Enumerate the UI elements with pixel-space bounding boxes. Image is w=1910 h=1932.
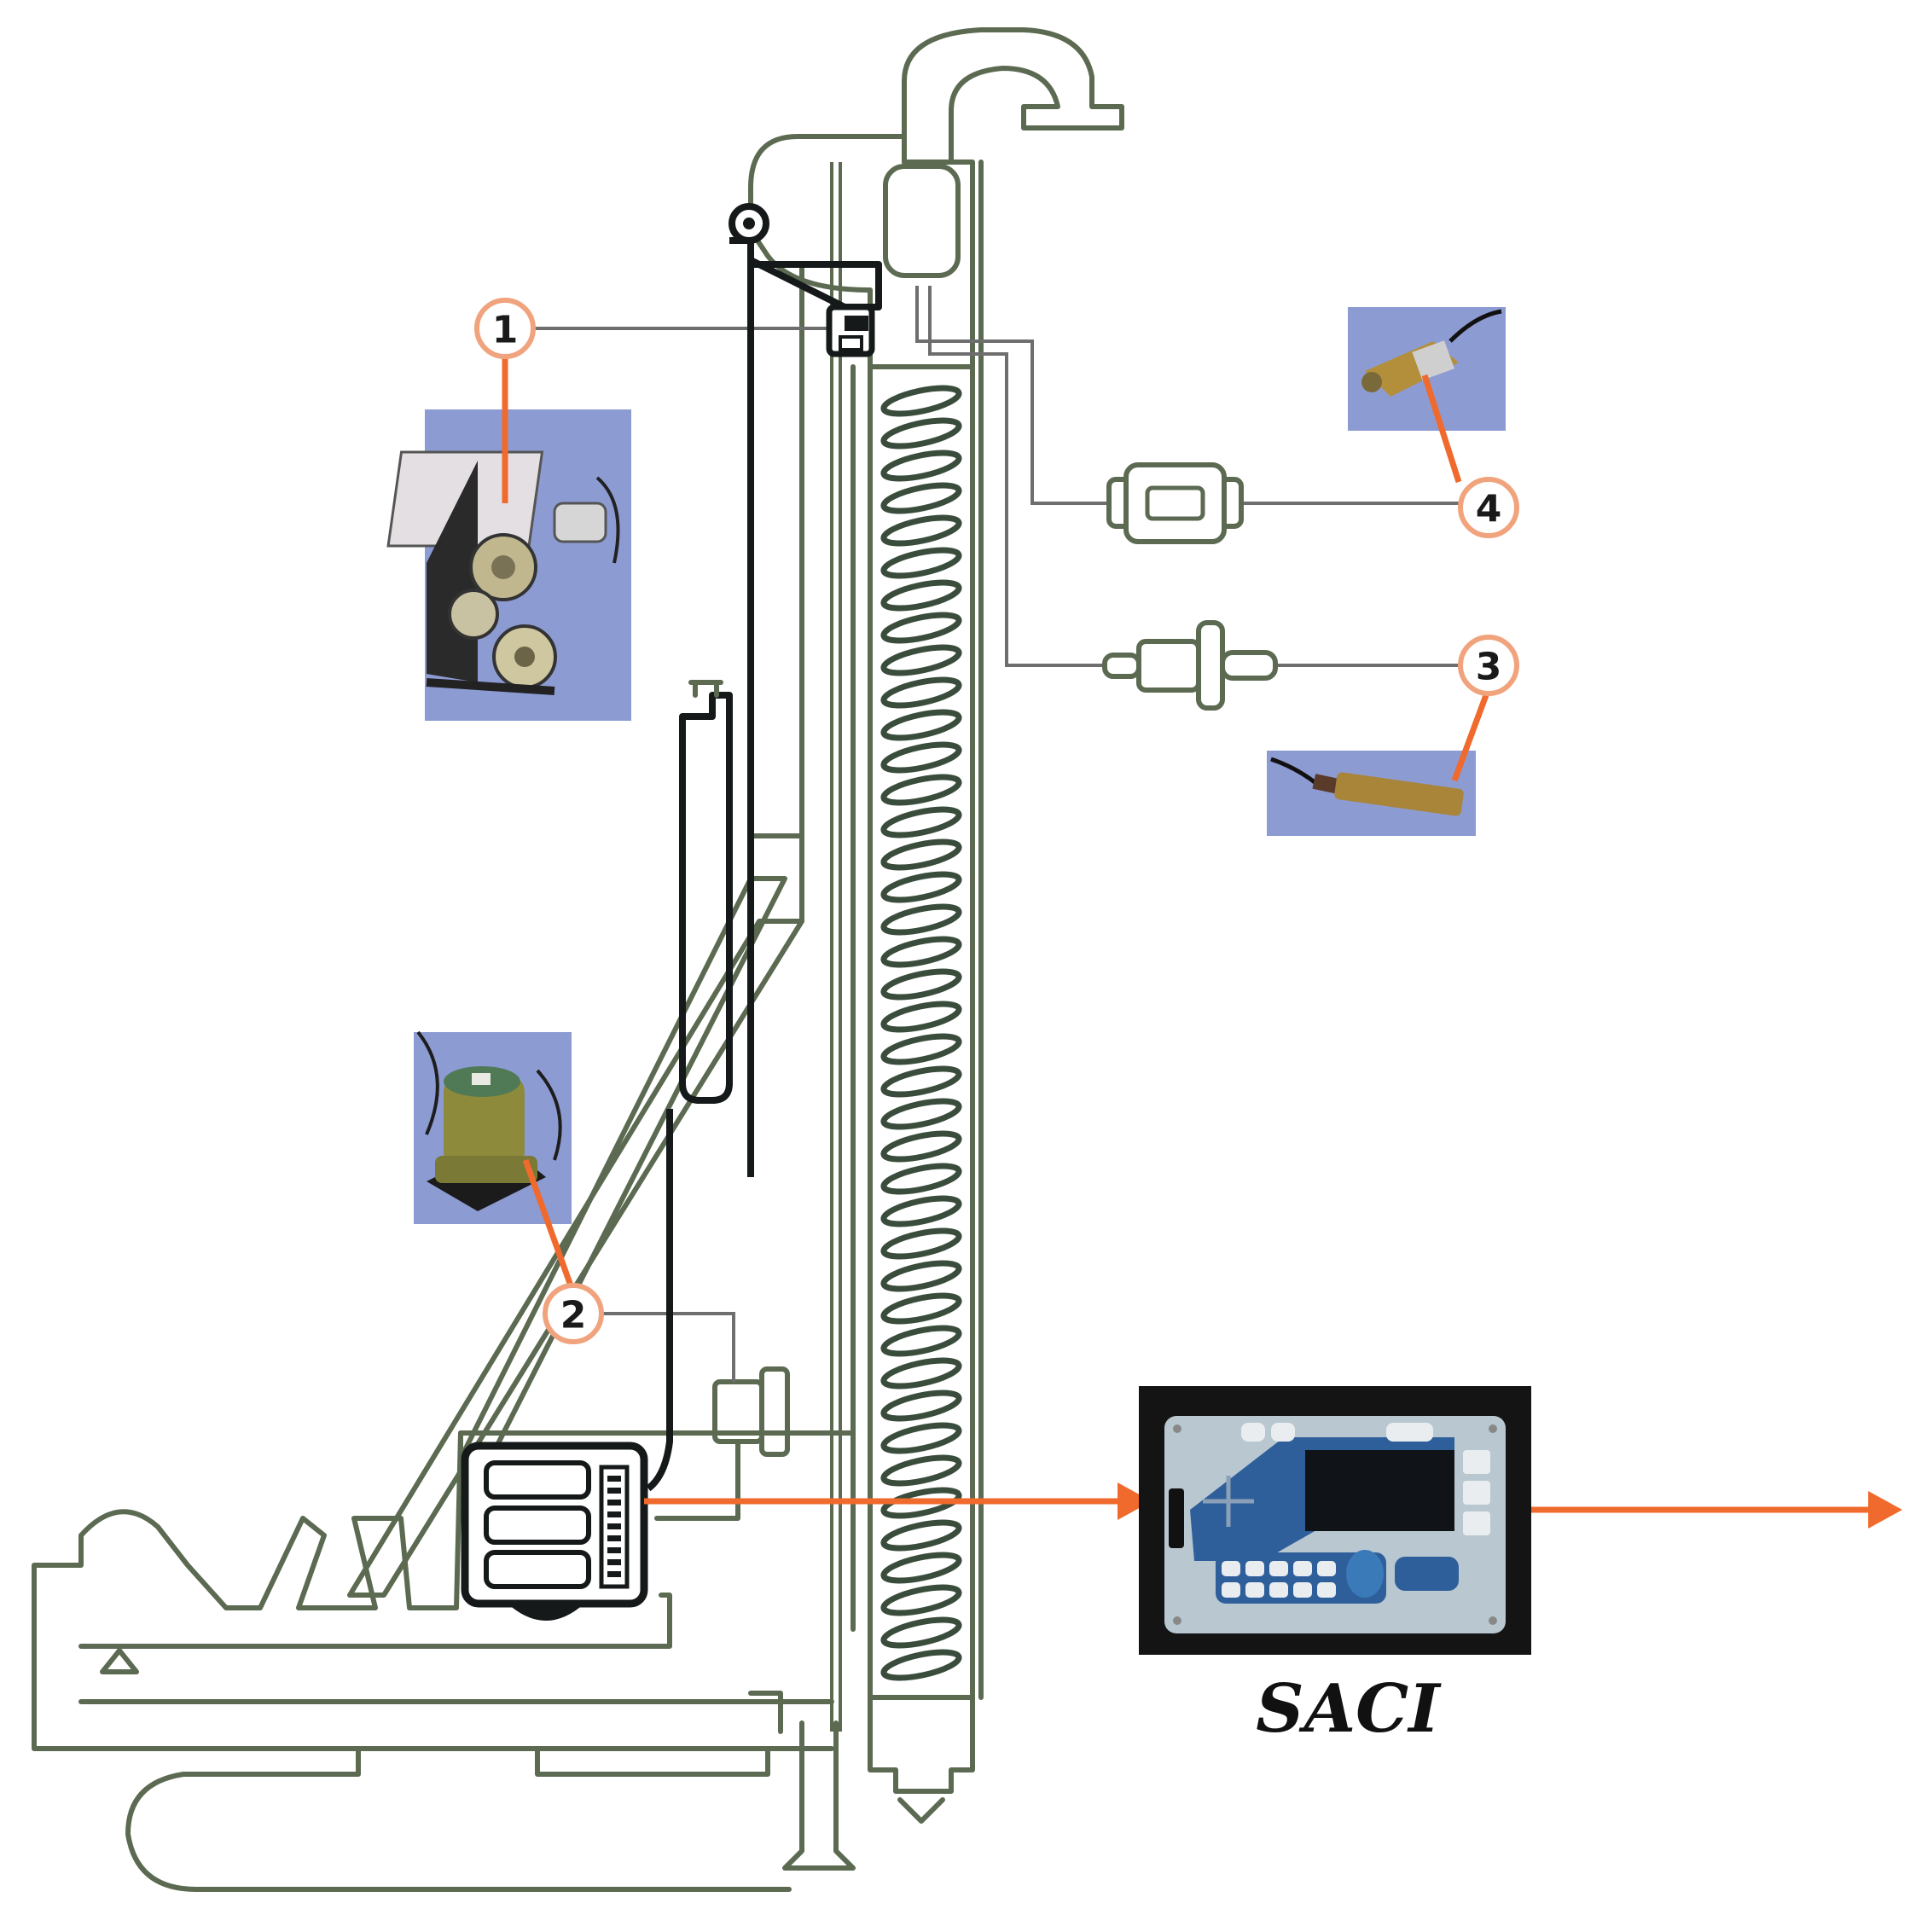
auger-coil <box>880 1357 962 1390</box>
signal-arrow-to-saci <box>644 1482 1152 1520</box>
saci-key <box>1222 1561 1240 1576</box>
auger-coil <box>880 1454 962 1487</box>
auger-spiral <box>880 385 962 1681</box>
hydraulic-hose <box>646 237 882 1492</box>
terminal-pin <box>607 1476 621 1482</box>
auger-coil <box>880 1390 962 1422</box>
auger-coil <box>880 482 962 514</box>
auger-coil <box>880 806 962 838</box>
saci-key <box>1293 1582 1312 1598</box>
auger-coil <box>880 1616 962 1649</box>
auger-coil <box>880 1130 962 1163</box>
proximity-probe-icon <box>1102 620 1278 711</box>
auger-coil <box>880 903 962 936</box>
auger-coil <box>880 709 962 741</box>
terminal-pin <box>607 1500 621 1506</box>
saci-key <box>1317 1561 1336 1576</box>
callout-1: 1 <box>474 298 536 359</box>
callout-4-label: 4 <box>1476 488 1502 531</box>
auger-coil <box>880 579 962 612</box>
saci-key <box>1317 1582 1336 1598</box>
callout-3-label: 3 <box>1476 646 1502 689</box>
sensor-2-photo <box>414 1030 572 1224</box>
signal-wires <box>533 286 1463 1382</box>
auger-coil <box>880 1325 962 1357</box>
auger-coil <box>880 774 962 806</box>
auger-coil <box>880 385 962 417</box>
callout-leaders <box>502 351 1489 1290</box>
auger-coil <box>880 1649 962 1681</box>
auger-coil <box>880 547 962 579</box>
callout-2-label: 2 <box>560 1294 587 1337</box>
auger-coil <box>880 1260 962 1292</box>
saci-device <box>1139 1386 1531 1655</box>
auger-coil <box>880 676 962 709</box>
saci-key <box>1293 1561 1312 1576</box>
auger-coil <box>880 514 962 547</box>
sensor-3-photo <box>1267 751 1476 836</box>
callout-2: 2 <box>543 1283 604 1344</box>
saci-key <box>1269 1582 1288 1598</box>
auger-coil <box>880 1033 962 1065</box>
saci-key <box>1245 1582 1264 1598</box>
auger-coil <box>880 1292 962 1325</box>
sensor-4-photo <box>1348 307 1506 431</box>
terminal-pin <box>607 1547 621 1553</box>
auger-coil <box>880 1098 962 1130</box>
top-pulley <box>729 203 769 244</box>
saci-label: SACI <box>1256 1670 1442 1748</box>
auger-coil <box>880 871 962 903</box>
saci-key <box>1222 1582 1240 1598</box>
auger-coil <box>880 838 962 871</box>
auger-coil <box>880 644 962 676</box>
auger-coil <box>880 450 962 482</box>
callout-3: 3 <box>1458 635 1519 696</box>
auger-coil <box>880 612 962 644</box>
auger-coil <box>880 1519 962 1552</box>
rig-outline <box>32 27 1124 1892</box>
auger-coil <box>880 1195 962 1227</box>
auger-coil <box>880 1552 962 1584</box>
terminal-pin <box>607 1511 621 1517</box>
auger-coil <box>880 936 962 968</box>
auger-coil <box>880 1487 962 1519</box>
terminal-pin <box>607 1488 621 1494</box>
sensor-1-photo <box>386 409 631 721</box>
terminal-pin <box>607 1523 621 1529</box>
auger-coil <box>880 741 962 774</box>
junction-box-icon <box>461 1442 648 1621</box>
saci-key <box>1269 1561 1288 1576</box>
auger-coil <box>880 417 962 450</box>
auger-coil <box>880 1584 962 1616</box>
terminal-pin <box>607 1559 621 1565</box>
callout-4: 4 <box>1458 477 1519 538</box>
rotation-encoder-icon <box>826 304 875 357</box>
auger-coil <box>880 1001 962 1033</box>
callout-1-label: 1 <box>492 309 519 352</box>
signal-arrow-output <box>1531 1491 1902 1529</box>
auger-coil <box>880 1065 962 1098</box>
auger-coil <box>880 1163 962 1195</box>
auger-coil <box>880 968 962 1001</box>
terminal-pin <box>607 1571 621 1577</box>
inductive-sensor-icon <box>1106 462 1244 544</box>
auger-coil <box>880 1422 962 1454</box>
auger-coil <box>880 1227 962 1260</box>
saci-key <box>1245 1561 1264 1576</box>
terminal-pin <box>607 1535 621 1541</box>
